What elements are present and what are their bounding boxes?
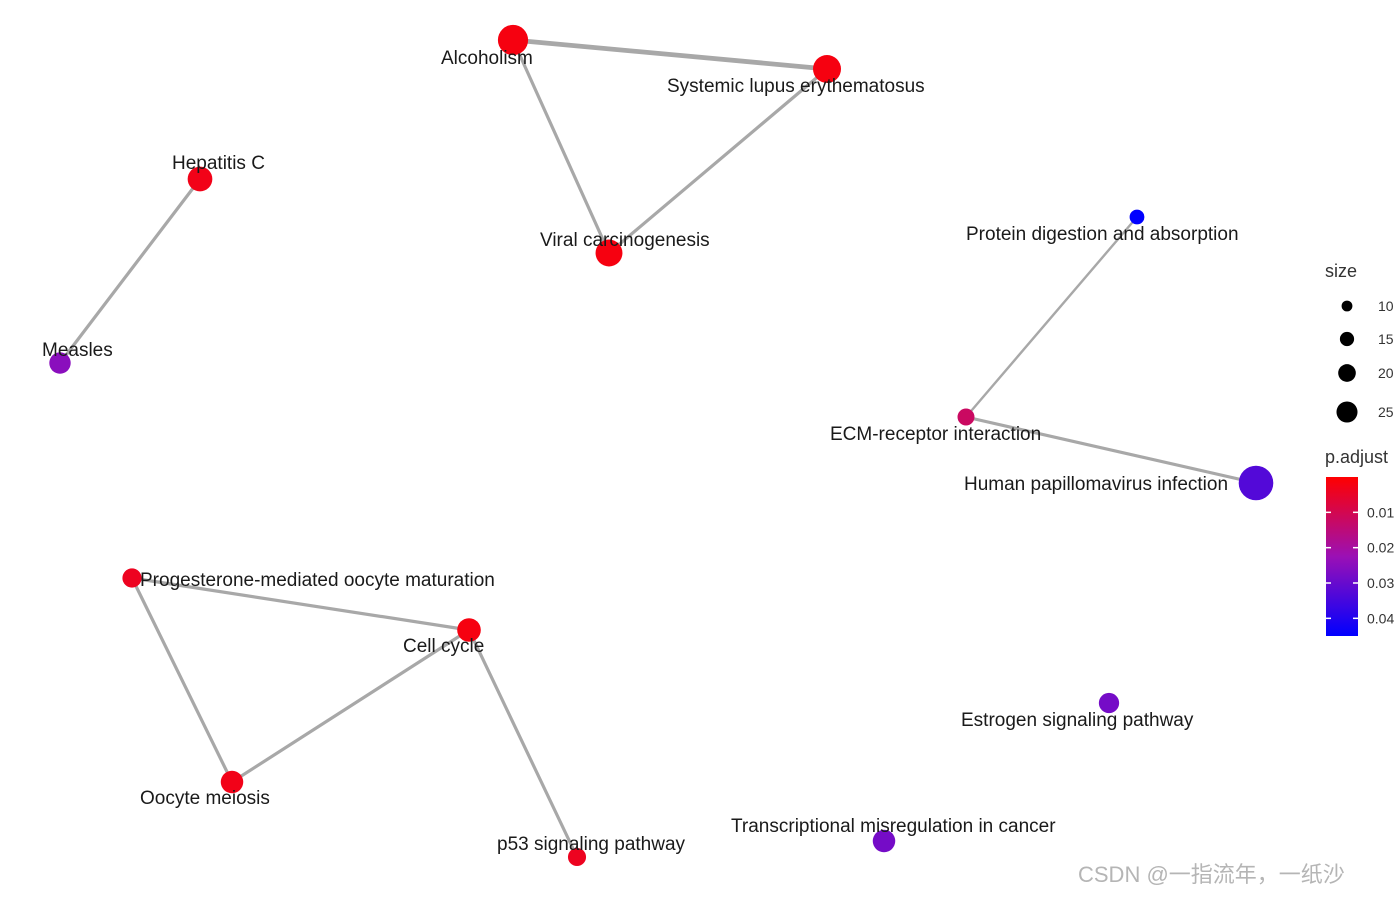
- size-legend-label-20: 20: [1378, 365, 1394, 381]
- node-label-estrogen: Estrogen signaling pathway: [961, 710, 1194, 731]
- size-legend-title: size: [1325, 261, 1357, 281]
- watermark: CSDN @一指流年，一纸沙: [1078, 862, 1345, 887]
- legend: size 10 15 20 25 p.adjust 0.01 0.02 0.03 0.04: [1325, 261, 1394, 636]
- edge-alcoholism-sle: [510, 37, 830, 72]
- size-legend-label-10: 10: [1378, 298, 1394, 314]
- node-oocyte-meiosis: [220, 770, 244, 794]
- color-legend-title: p.adjust: [1325, 447, 1388, 467]
- node-sle: [813, 55, 841, 83]
- node-protein-digestion: [1129, 209, 1145, 225]
- colorbar-tick-label-0: 0.01: [1367, 504, 1394, 520]
- node-label-hepatitis-c: Hepatitis C: [172, 153, 265, 174]
- node-label-p53: p53 signaling pathway: [497, 834, 686, 855]
- node-hepatitis-c: [187, 166, 213, 192]
- node-estrogen: [1098, 692, 1120, 714]
- edges-layer: [58, 37, 1258, 859]
- edge-alcoholism-viral-carcinogenesis: [511, 38, 611, 255]
- color-legend-ticks: 0.01 0.02 0.03 0.04: [1326, 504, 1394, 626]
- colorbar-tick-label-3: 0.04: [1367, 610, 1394, 626]
- node-measles: [49, 352, 71, 374]
- nodes-layer: [49, 24, 1274, 867]
- node-viral-carcinogenesis: [595, 239, 623, 267]
- node-transcriptional-misregulation: [872, 829, 896, 853]
- node-label-oocyte-meiosis: Oocyte meiosis: [140, 788, 270, 809]
- node-label-ecm-receptor: ECM-receptor interaction: [830, 424, 1041, 445]
- node-ecm-receptor: [957, 408, 975, 426]
- size-legend-dot-25: [1336, 401, 1358, 423]
- node-alcoholism: [497, 24, 529, 56]
- node-cell-cycle: [457, 618, 481, 642]
- size-legend-items: 10 15 20 25: [1336, 298, 1394, 423]
- size-legend-dot-10: [1341, 300, 1353, 312]
- edge-protein-digestion-ecm-receptor: [964, 215, 1139, 419]
- edge-cell-cycle-p53: [467, 628, 579, 859]
- edge-sle-viral-carcinogenesis: [607, 67, 829, 255]
- edge-progesterone-cell-cycle: [130, 576, 471, 632]
- colorbar-tick-label-1: 0.02: [1367, 540, 1394, 556]
- size-legend-label-15: 15: [1378, 331, 1394, 347]
- edge-ecm-receptor-hpv-infection: [964, 415, 1258, 485]
- edge-hepatitis-c-measles: [58, 177, 202, 365]
- node-label-viral-carcinogenesis: Viral carcinogenesis: [540, 230, 710, 251]
- node-label-transcriptional-misregulation: Transcriptional misregulation in cancer: [731, 816, 1056, 837]
- node-p53: [567, 847, 587, 867]
- node-label-alcoholism: Alcoholism: [441, 48, 533, 69]
- edge-progesterone-oocyte-meiosis: [130, 576, 234, 784]
- edge-cell-cycle-oocyte-meiosis: [230, 628, 471, 784]
- node-label-sle: Systemic lupus erythematosus: [667, 76, 925, 97]
- node-hpv-infection: [1238, 465, 1274, 501]
- size-legend-label-25: 25: [1378, 404, 1394, 420]
- node-label-protein-digestion: Protein digestion and absorption: [966, 224, 1239, 245]
- size-legend-dot-20: [1338, 364, 1356, 382]
- node-label-measles: Measles: [42, 340, 113, 361]
- node-label-cell-cycle: Cell cycle: [403, 636, 484, 657]
- node-label-hpv-infection: Human papillomavirus infection: [964, 474, 1228, 495]
- node-progesterone: [122, 568, 142, 588]
- node-label-progesterone: Progesterone-mediated oocyte maturation: [140, 570, 495, 591]
- colorbar-tick-label-2: 0.03: [1367, 575, 1394, 591]
- color-legend-colorbar: [1326, 477, 1358, 636]
- size-legend-dot-15: [1339, 331, 1355, 347]
